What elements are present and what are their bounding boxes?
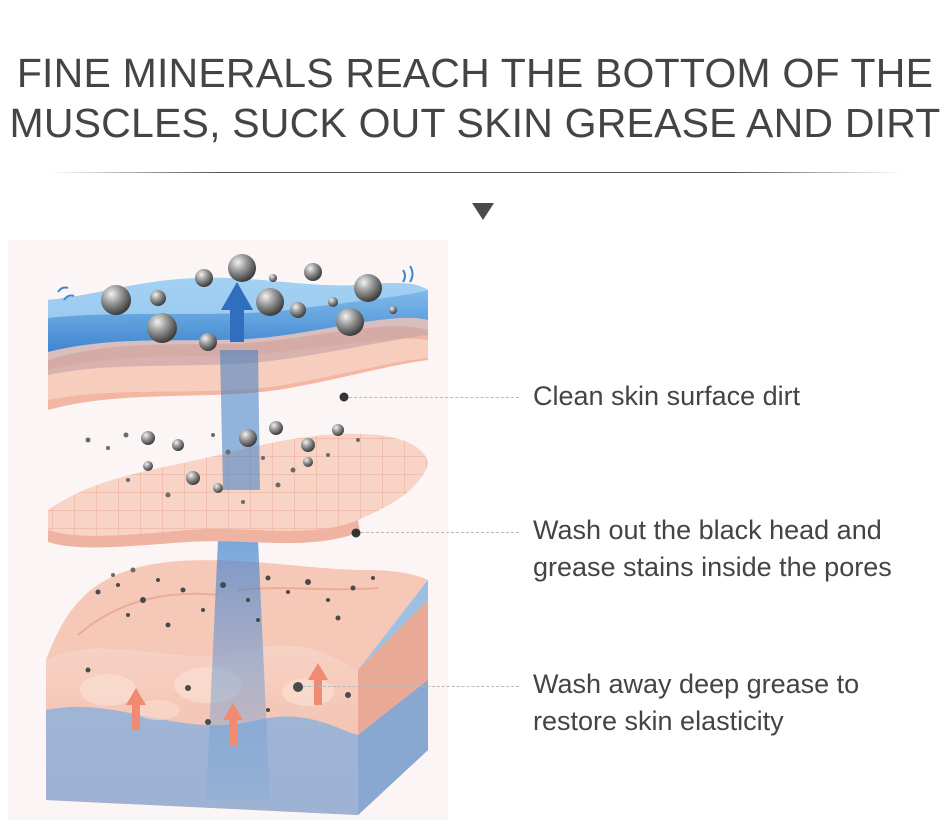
headline: FINE MINERALS REACH THE BOTTOM OF THE MU…	[0, 48, 950, 148]
leader-line-3	[303, 686, 519, 687]
up-arrow-icon	[126, 663, 328, 745]
callout-pores: Wash out the black head and grease stain…	[533, 512, 892, 586]
up-arrow-icon	[221, 282, 253, 342]
callout-3-line-1: Wash away deep grease to	[533, 669, 860, 699]
callout-1-line-1: Clean skin surface dirt	[533, 381, 801, 411]
divider-rule	[48, 172, 904, 173]
callout-2-line-2: grease stains inside the pores	[533, 552, 892, 582]
skin-layers-illustration	[8, 240, 448, 820]
down-arrow-icon	[472, 203, 494, 220]
callout-deep-grease: Wash away deep grease to restore skin el…	[533, 666, 859, 740]
leader-line-1	[349, 397, 519, 398]
mineral-particle-icon	[101, 254, 397, 351]
leader-line-2	[361, 532, 519, 533]
callout-2-line-1: Wash out the black head and	[533, 515, 882, 545]
callout-3-line-2: restore skin elasticity	[533, 706, 784, 736]
headline-line-2: MUSCLES, SUCK OUT SKIN GREASE AND DIRT	[9, 100, 941, 146]
callout-surface-dirt: Clean skin surface dirt	[533, 378, 800, 415]
headline-line-1: FINE MINERALS REACH THE BOTTOM OF THE	[16, 50, 934, 96]
